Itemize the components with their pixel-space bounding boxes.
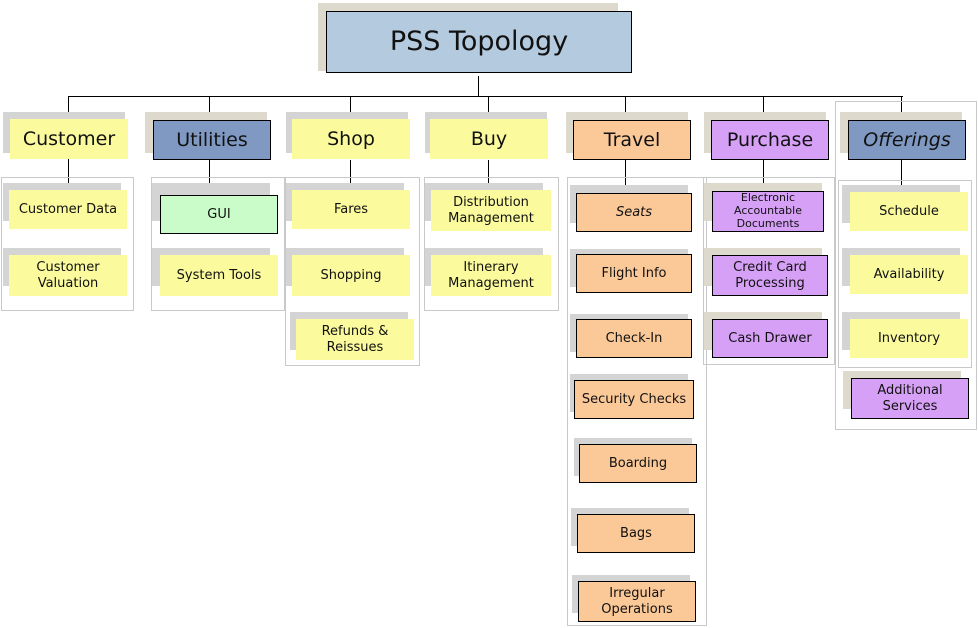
child-node-electronic-accountable-documents[interactable]: Electronic Accountable Documents [712, 191, 824, 232]
connector-bus [68, 96, 903, 97]
node-label: GUI [207, 206, 231, 222]
child-node-seats[interactable]: Seats [576, 193, 692, 232]
node-label: Fares [333, 201, 369, 217]
child-node-itinerary-management[interactable]: Itinerary Management [431, 255, 551, 296]
node-label: Boarding [608, 455, 668, 471]
child-node-flight-info[interactable]: Flight Info [576, 254, 692, 293]
node-label: Additional Services [877, 383, 943, 414]
node-label: Check-In [605, 330, 663, 346]
node-label: Electronic Accountable Documents [734, 191, 802, 230]
child-node-credit-card-processing[interactable]: Credit Card Processing [712, 255, 828, 296]
node-label: Flight Info [601, 265, 667, 281]
child-node-customer-valuation[interactable]: Customer Valuation [9, 255, 127, 296]
child-node-customer-data[interactable]: Customer Data [9, 190, 127, 229]
connector-drop-customer [68, 96, 69, 125]
node-label: Irregular Operations [601, 586, 673, 617]
header-node-customer[interactable]: Customer [10, 119, 128, 159]
node-label: Customer Data [18, 201, 118, 217]
child-node-system-tools[interactable]: System Tools [160, 255, 278, 296]
connector-offerings-to-child [901, 160, 902, 208]
child-node-gui[interactable]: GUI [160, 195, 278, 234]
node-label: Offerings [863, 128, 951, 151]
node-label: Security Checks [581, 391, 687, 407]
root-node-pss-topology[interactable]: PSS Topology [326, 11, 632, 73]
node-label: Shopping [320, 267, 382, 283]
header-node-shop[interactable]: Shop [292, 119, 410, 159]
connector-root-stem [478, 76, 479, 97]
node-label: Seats [615, 204, 653, 220]
node-label: Travel [603, 128, 661, 151]
node-label: Bags [620, 525, 652, 541]
node-label: Shop [327, 127, 375, 150]
node-label: Refunds & Reissues [321, 324, 389, 355]
node-label: Utilities [176, 128, 248, 151]
node-label: Credit Card Processing [733, 260, 807, 291]
connector-travel-to-child [625, 160, 626, 208]
child-node-refunds-reissues[interactable]: Refunds & Reissues [296, 319, 414, 360]
node-label: Buy [470, 127, 508, 150]
node-label: Customer [22, 127, 116, 150]
node-label: Availability [873, 266, 945, 282]
child-node-irregular-operations[interactable]: Irregular Operations [578, 581, 696, 622]
connector-drop-offerings [901, 96, 902, 125]
connector-drop-buy [488, 96, 489, 125]
child-node-check-in[interactable]: Check-In [576, 319, 692, 358]
child-node-additional-services[interactable]: Additional Services [851, 378, 969, 419]
node-label: Purchase [726, 128, 814, 151]
node-label: Cash Drawer [728, 330, 812, 346]
connector-drop-utilities [209, 96, 210, 125]
root-node-label: PSS Topology [389, 26, 569, 58]
connector-drop-travel [625, 96, 626, 125]
child-node-fares[interactable]: Fares [292, 190, 410, 229]
group-box-purchase [703, 177, 835, 365]
header-node-buy[interactable]: Buy [430, 119, 548, 159]
child-node-bags[interactable]: Bags [577, 514, 695, 553]
node-label: Customer Valuation [36, 260, 100, 291]
group-box-customer [1, 177, 134, 311]
node-label: Itinerary Management [448, 260, 534, 291]
child-node-shopping[interactable]: Shopping [292, 255, 410, 296]
connector-drop-shop [350, 96, 351, 125]
child-node-schedule[interactable]: Schedule [850, 192, 968, 231]
node-label: System Tools [176, 267, 262, 283]
child-node-availability[interactable]: Availability [850, 255, 968, 294]
group-box-buy [424, 177, 559, 311]
group-box-offerings-outer [835, 101, 977, 430]
node-label: Inventory [877, 330, 941, 346]
group-box-shop [285, 177, 420, 366]
group-box-utilities [151, 177, 285, 311]
header-node-utilities[interactable]: Utilities [153, 120, 271, 160]
child-node-boarding[interactable]: Boarding [579, 444, 697, 483]
header-node-travel[interactable]: Travel [573, 120, 691, 160]
group-box-offerings-inner [838, 180, 972, 368]
header-node-offerings[interactable]: Offerings [848, 120, 966, 160]
child-node-distribution-management[interactable]: Distribution Management [431, 190, 551, 231]
connector-drop-purchase [763, 96, 764, 125]
node-label: Schedule [879, 203, 939, 219]
child-node-security-checks[interactable]: Security Checks [574, 380, 694, 419]
header-node-purchase[interactable]: Purchase [711, 120, 829, 160]
connector-customer-to-child [68, 118, 69, 208]
child-node-inventory[interactable]: Inventory [850, 319, 968, 358]
child-node-cash-drawer[interactable]: Cash Drawer [712, 319, 828, 358]
node-label: Distribution Management [448, 195, 534, 226]
group-box-travel [567, 177, 707, 626]
